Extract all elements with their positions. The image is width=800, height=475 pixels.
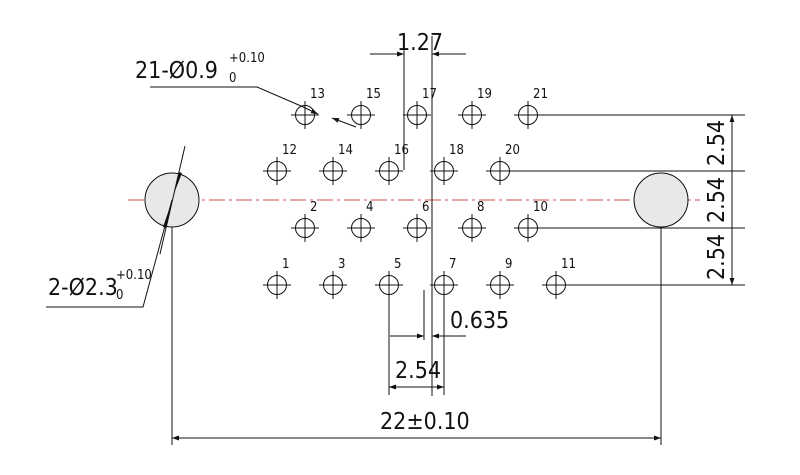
pin-hole-6: 6 [403,200,431,242]
pin-label: 5 [394,257,401,272]
pin-hole-19: 19 [458,87,492,129]
svg-text:+0.10: +0.10 [116,268,152,283]
pin-hole-14: 14 [319,143,353,185]
pin-label: 7 [449,257,456,272]
svg-text:+0.10: +0.10 [229,51,265,66]
pin-label: 21 [533,87,548,102]
pin-hole-21: 21 [514,87,548,129]
offset-label: 0.635 [450,308,509,334]
row-pitch-label-1: 2.54 [704,120,730,166]
pin-label: 3 [338,257,345,272]
overall-width-label: 22±0.10 [380,409,470,435]
pin-label: 11 [561,257,576,272]
pin-hole-3: 3 [319,257,347,299]
pin-hole-13: 13 [291,87,325,129]
pin-hole-8: 8 [458,200,486,242]
pin-label: 4 [366,200,373,215]
pin-hole-20: 20 [486,143,520,185]
pin-hole-12: 12 [263,143,297,185]
pin-label: 17 [422,87,437,102]
pin-label: 15 [366,87,381,102]
pin-label: 9 [505,257,512,272]
pin-hole-16: 16 [375,143,409,185]
pin-hole-9: 9 [486,257,514,299]
dimension-lines [46,51,740,441]
pin-hole-18: 18 [430,143,464,185]
pin-label: 20 [505,143,520,158]
pin-hole-1: 1 [263,257,291,299]
pin-label: 14 [338,143,353,158]
svg-text:2-Ø2.3: 2-Ø2.3 [48,275,118,301]
pin-label: 13 [310,87,325,102]
svg-text:21-Ø0.9: 21-Ø0.9 [135,58,218,84]
pin-label: 18 [449,143,464,158]
pin-hole-11: 11 [542,257,576,299]
pitch-bottom-label: 2.54 [395,358,441,384]
small-hole-callout: 21-Ø0.9 +0.10 0 [135,51,265,86]
svg-text:0: 0 [116,288,123,303]
pin-label: 12 [282,143,297,158]
extension-lines [171,36,745,445]
pitch-top-label: 1.27 [397,30,443,56]
mounting-hole-callout: 2-Ø2.3 +0.10 0 [48,268,152,303]
pin-label: 16 [394,143,409,158]
pin-hole-2: 2 [291,200,319,242]
pin-hole-4: 4 [347,200,375,242]
row-pitch-label-2: 2.54 [704,177,730,223]
pin-label: 6 [422,200,429,215]
pin-label: 2 [310,200,317,215]
svg-text:0: 0 [229,71,236,86]
mounting-hole-right [633,172,689,228]
pin-label: 10 [533,200,548,215]
pin-hole-17: 17 [403,87,437,129]
pin-label: 8 [477,200,484,215]
pin-label: 19 [477,87,492,102]
pin-label: 1 [282,257,289,272]
row-pitch-label-3: 2.54 [704,234,730,280]
pin-hole-10: 10 [514,200,548,242]
pin-hole-15: 15 [347,87,381,129]
